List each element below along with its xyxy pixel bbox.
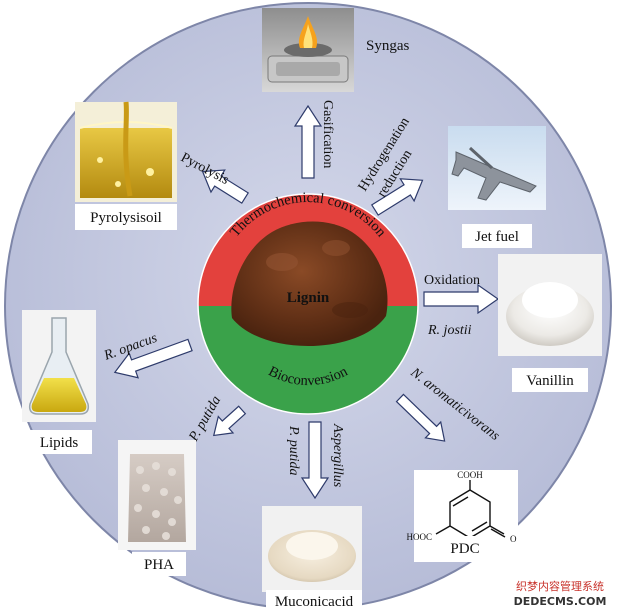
pyrolysis-oil-image	[75, 101, 177, 202]
watermark: 织梦内容管理系统 DEDECMS.COM	[506, 576, 614, 610]
vanillin-image	[498, 254, 602, 356]
lipids-caption-box	[26, 430, 92, 454]
r-jostii-label: R. jostii	[427, 323, 472, 338]
pdc-arrow	[395, 393, 446, 442]
lipids-image	[22, 310, 96, 422]
route-arrows	[113, 104, 500, 500]
jet-fuel-caption-box	[462, 224, 532, 248]
r-opacus-arrow	[113, 338, 193, 379]
muconic-acid-caption-box	[266, 590, 362, 612]
p-putida-pha-arrow	[212, 405, 247, 437]
p-putida-muconic-label: P. putida	[286, 425, 301, 476]
muconic-acid-image	[262, 506, 362, 592]
watermark-line1: 织梦内容管理系统	[516, 579, 604, 593]
pha-caption-box	[132, 552, 186, 576]
pha-image	[118, 440, 196, 550]
lipids-label: Lipids	[40, 435, 78, 451]
pdc-cooh-top: COOH	[457, 470, 483, 480]
pha-label: PHA	[144, 557, 174, 573]
vanillin-label: Vanillin	[526, 373, 574, 389]
jet-fuel-label: Jet fuel	[475, 229, 519, 245]
pdc-carbonyl-o: O	[510, 534, 517, 544]
aspergillus-label: Aspergillus	[330, 423, 345, 488]
jet-fuel-image	[448, 126, 546, 210]
syngas-label: Syngas	[366, 38, 410, 54]
pdc-label: PDC	[450, 541, 479, 557]
oxidation-arrow	[423, 283, 500, 315]
lignin-powder: Lignin	[231, 221, 388, 346]
hydrogenation-arrow	[370, 178, 424, 216]
muconic-acid-label: Muconicacid	[275, 594, 354, 610]
lignin-label: Lignin	[287, 290, 330, 306]
oxidation-label: Oxidation	[424, 273, 480, 288]
pyrolysis-arrow	[201, 169, 250, 204]
muconic-arrow	[300, 421, 330, 500]
gasification-label: Gasification	[320, 100, 335, 168]
pdc-hooc-left: HOOC	[406, 532, 432, 542]
watermark-line2: DEDECMS.COM	[514, 595, 607, 608]
gasification-arrow	[293, 104, 323, 179]
pdc-caption-box	[438, 536, 492, 558]
pyrolysis-oil-caption-box	[75, 204, 177, 230]
vanillin-caption-box	[512, 368, 588, 392]
pyrolysis-oil-label: Pyrolysisoil	[90, 210, 162, 226]
syngas-image	[262, 8, 354, 92]
